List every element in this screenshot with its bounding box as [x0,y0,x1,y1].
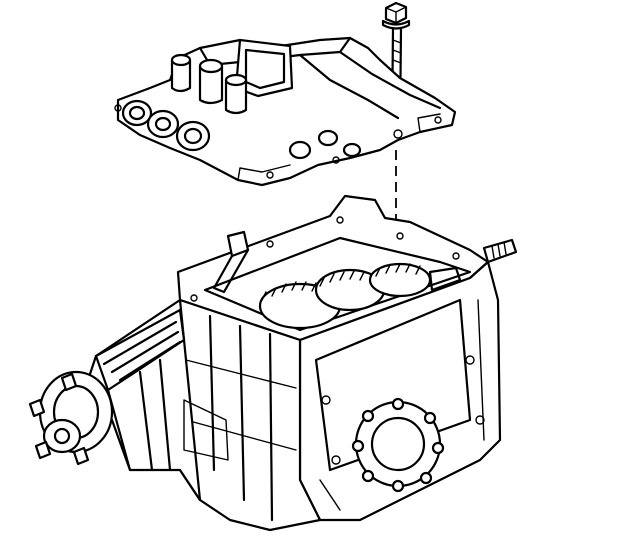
shaft-icon [482,238,518,264]
pto-cover-icon [351,397,445,493]
flange-icon [28,370,114,466]
shift-cover-icon [114,36,457,187]
gear-icon [258,262,462,330]
extension-housing-icon [86,299,229,502]
transmission-case-icon [176,194,518,532]
